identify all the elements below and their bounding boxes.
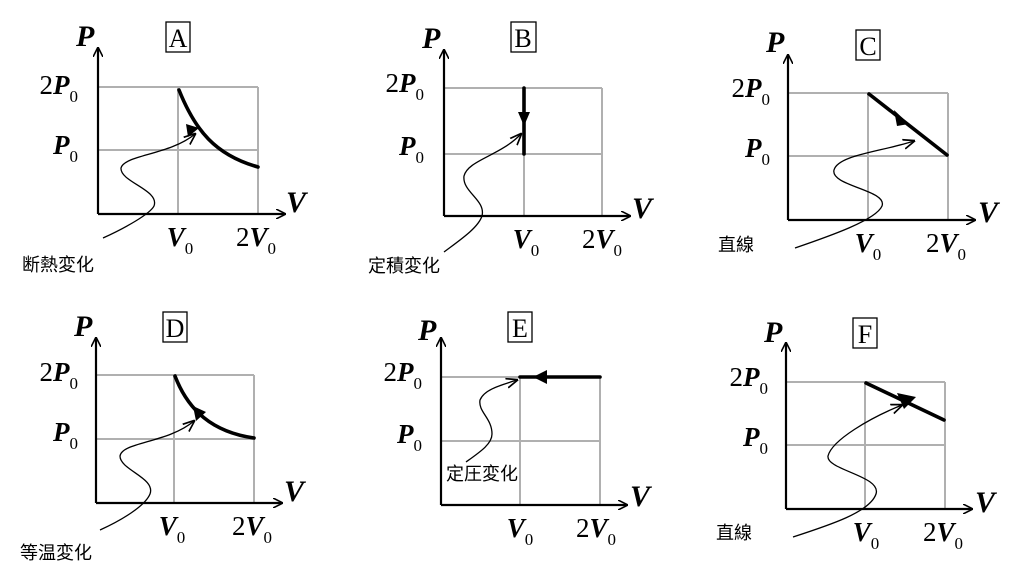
panel-c-straight-line [867, 92, 949, 157]
panel-d: D P V 2P0 P0 V0 2V0 等温変化 [20, 310, 307, 564]
panel-f-tick-2v0: 2V0 [923, 517, 963, 553]
panel-b-p-axis-label: P [421, 22, 441, 55]
panel-c-caption: 直線 [718, 235, 754, 256]
panel-e-p-axis-label: P [417, 314, 437, 347]
panel-a-p-axis-label: P [75, 20, 95, 53]
panel-f-grid [786, 381, 946, 509]
panel-b-direction-arrow [518, 112, 530, 126]
panel-d-caption: 等温変化 [20, 543, 92, 564]
panel-a-tick-v0: V0 [167, 222, 194, 258]
panel-f-p-axis-label: P [763, 316, 783, 349]
panel-c-tick-v0: V0 [855, 228, 882, 264]
panel-c-leader [794, 141, 914, 249]
panel-f-caption: 直線 [716, 523, 752, 544]
panel-a-tick-2p0: 2P0 [40, 70, 79, 106]
panel-f-leader [792, 405, 902, 538]
panel-f-tick-v0: V0 [853, 517, 880, 553]
panel-c: C P V 2P0 P0 V0 2V0 直線 [718, 26, 1001, 264]
panel-b-tick-2v0: 2V0 [582, 224, 622, 260]
panel-d-isothermal-curve [173, 374, 256, 440]
panel-d-tick-2v0: 2V0 [232, 511, 272, 547]
panel-b-tick-v0: V0 [513, 224, 540, 260]
panel-c-v-axis-label: V [978, 196, 1001, 229]
panel-c-direction-arrow [894, 110, 909, 126]
panel-d-direction-arrow [193, 406, 206, 421]
panel-b-v-axis-label: V [632, 192, 655, 225]
panel-d-v-axis-label: V [284, 475, 307, 508]
panel-a-v-axis-label: V [286, 186, 309, 219]
panel-f-label: F [858, 320, 872, 349]
panel-b-leader [443, 134, 521, 253]
panel-a-caption: 断熱変化 [22, 255, 94, 276]
panel-e-leader [465, 380, 517, 463]
panel-e-tick-2p0: 2P0 [384, 357, 423, 393]
panel-a-label: A [169, 24, 188, 53]
panel-f-direction-arrow [897, 393, 916, 409]
panel-c-label: C [859, 32, 876, 61]
panel-c-tick-2v0: 2V0 [926, 228, 966, 264]
panel-f-tick-2p0: 2P0 [730, 362, 769, 398]
panel-d-tick-v0: V0 [159, 511, 186, 547]
panel-b-tick-2p0: 2P0 [386, 68, 425, 104]
panel-b-label: B [514, 24, 531, 53]
panel-b-tick-p0: P0 [398, 131, 424, 167]
panel-e-v-axis-label: V [630, 480, 653, 513]
panel-e-tick-v0: V0 [507, 513, 534, 549]
panel-d-leader [99, 421, 194, 531]
panel-e-direction-arrow [533, 370, 547, 384]
panel-c-tick-2p0: 2P0 [732, 73, 771, 109]
panel-e-grid [441, 376, 601, 505]
panel-d-tick-p0: P0 [52, 417, 78, 453]
panel-c-p-axis-label: P [765, 26, 785, 59]
panel-f-tick-p0: P0 [742, 422, 768, 458]
panel-e-tick-p0: P0 [396, 419, 422, 455]
panel-a-tick-2v0: 2V0 [236, 222, 276, 258]
panel-a-grid [98, 86, 259, 214]
panel-f-v-axis-label: V [975, 486, 998, 519]
panel-b-caption: 定積変化 [368, 256, 440, 277]
panel-d-grid [96, 374, 255, 503]
panel-d-p-axis-label: P [73, 310, 93, 343]
panel-e-label: E [512, 314, 528, 343]
panel-a-leader [102, 134, 195, 239]
panel-e: E P V 2P0 P0 V0 2V0 定圧変化 [384, 311, 653, 549]
panel-a: A P V 2P0 P0 V0 2V0 断熱変化 [22, 20, 309, 276]
panel-d-label: D [166, 314, 185, 343]
panel-a-adiabatic-curve [177, 88, 260, 169]
panel-e-caption: 定圧変化 [446, 464, 518, 485]
panel-e-tick-2v0: 2V0 [576, 513, 616, 549]
panel-f: F P V 2P0 P0 V0 2V0 直線 [716, 316, 998, 553]
panel-b: B P V 2P0 P0 V0 2V0 定積変化 [368, 21, 655, 277]
panel-c-grid [788, 92, 949, 220]
panel-c-tick-p0: P0 [744, 133, 770, 169]
panel-d-tick-2p0: 2P0 [40, 357, 79, 393]
panel-a-tick-p0: P0 [52, 130, 78, 166]
